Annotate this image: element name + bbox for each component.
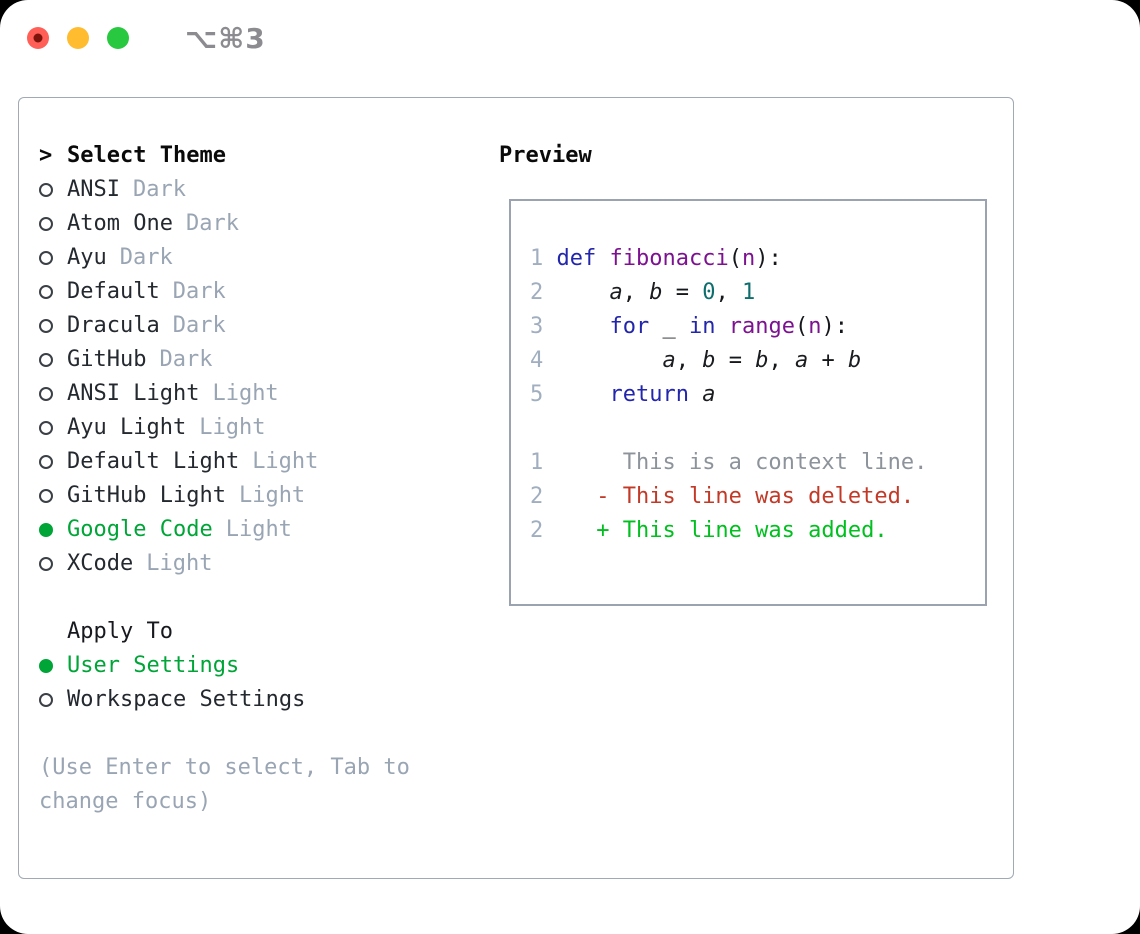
theme-variant-badge: Light (199, 415, 266, 440)
radio-icon (39, 217, 67, 231)
code-line: 1 This is a context line. (530, 450, 928, 475)
theme-name: Ayu Light (67, 415, 187, 440)
code-line: 4 a, b = b, a + b (530, 348, 862, 373)
theme-name: Dracula (67, 313, 160, 338)
code-line: 2 + This line was added. (530, 518, 888, 543)
code-line: 5 return a (530, 382, 716, 407)
theme-option-github[interactable]: GitHub Dark (39, 343, 489, 377)
minimize-button[interactable] (67, 27, 89, 49)
selected-radio-icon (39, 523, 67, 537)
theme-option-github-light[interactable]: GitHub Light Light (39, 479, 489, 513)
theme-option-atom-one[interactable]: Atom One Dark (39, 207, 489, 241)
close-button[interactable] (27, 27, 49, 49)
spacer (39, 581, 489, 615)
code-line: 2 a, b = 0, 1 (530, 280, 756, 305)
theme-variant-badge: Light (238, 483, 306, 508)
theme-name: XCode (67, 551, 134, 576)
help-text-line-2: change focus) (39, 789, 212, 814)
apply-to-title: Apply To (67, 619, 173, 644)
code-preview: 1 def fibonacci(n): 2 a, b = 0, 1 3 for _ … (530, 242, 927, 548)
theme-option-google-code[interactable]: Google Code Light (39, 513, 489, 547)
theme-name: Atom One (67, 211, 173, 236)
theme-option-default-light[interactable]: Default Light Light (39, 445, 489, 479)
radio-icon (39, 183, 67, 197)
theme-option-ayu[interactable]: Ayu Dark (39, 241, 489, 275)
code-line (530, 412, 927, 446)
theme-variant-badge: Dark (132, 177, 186, 202)
radio-icon (39, 251, 67, 265)
apply-option-workspace-settings[interactable]: Workspace Settings (39, 683, 489, 717)
radio-icon (39, 693, 67, 707)
theme-option-ayu-light[interactable]: Ayu Light Light (39, 411, 489, 445)
apply-option-label: User Settings (67, 653, 240, 678)
theme-variant-badge: Dark (185, 211, 239, 236)
selected-radio-icon (39, 659, 67, 673)
apply-option-label: Workspace Settings (67, 687, 306, 712)
window-title: ⌥⌘3 (185, 21, 266, 55)
select-theme-heading: > Select Theme (39, 139, 489, 173)
titlebar: ⌥⌘3 (27, 22, 266, 55)
theme-name: Default Light (67, 449, 240, 474)
theme-option-ansi[interactable]: ANSI Dark (39, 173, 489, 207)
preview-title: Preview (499, 143, 592, 168)
radio-icon (39, 489, 67, 503)
theme-name: Ayu (67, 245, 107, 270)
theme-option-default[interactable]: Default Dark (39, 275, 489, 309)
theme-name: Google Code (67, 517, 213, 542)
radio-icon (39, 353, 67, 367)
theme-option-dracula[interactable]: Dracula Dark (39, 309, 489, 343)
spacer (39, 717, 489, 751)
close-dot-icon (33, 33, 43, 43)
radio-icon (39, 285, 67, 299)
theme-name: GitHub (67, 347, 147, 372)
help-text-line-1: (Use Enter to select, Tab to (39, 755, 410, 780)
radio-icon (39, 319, 67, 333)
code-line: 3 for _ in range(n): (530, 314, 848, 339)
theme-variant-badge: Dark (159, 347, 213, 372)
zoom-button[interactable] (107, 27, 129, 49)
theme-name: ANSI (67, 177, 120, 202)
select-theme-title: Select Theme (67, 143, 226, 168)
code-line: 2 - This line was deleted. (530, 484, 915, 509)
theme-option-ansi-light[interactable]: ANSI Light Light (39, 377, 489, 411)
focus-caret-icon: > (39, 143, 53, 168)
apply-to-heading: Apply To (39, 615, 489, 649)
apply-option-user-settings[interactable]: User Settings (39, 649, 489, 683)
theme-variant-badge: Dark (119, 245, 173, 270)
preview-box: 1 def fibonacci(n): 2 a, b = 0, 1 3 for _ … (509, 199, 987, 606)
theme-variant-badge: Light (225, 517, 292, 542)
theme-variant-badge: Dark (172, 313, 226, 338)
radio-icon (39, 387, 67, 401)
theme-name: Default (67, 279, 160, 304)
code-line: 1 def fibonacci(n): (530, 246, 782, 271)
theme-name: ANSI Light (67, 381, 200, 406)
theme-variant-badge: Dark (172, 279, 226, 304)
theme-variant-badge: Light (252, 449, 319, 474)
theme-name: GitHub Light (67, 483, 226, 508)
theme-option-xcode[interactable]: XCode Light (39, 547, 489, 581)
theme-variant-badge: Light (212, 381, 279, 406)
theme-variant-badge: Light (146, 551, 213, 576)
radio-icon (39, 455, 67, 469)
radio-icon (39, 421, 67, 435)
radio-icon (39, 557, 67, 571)
